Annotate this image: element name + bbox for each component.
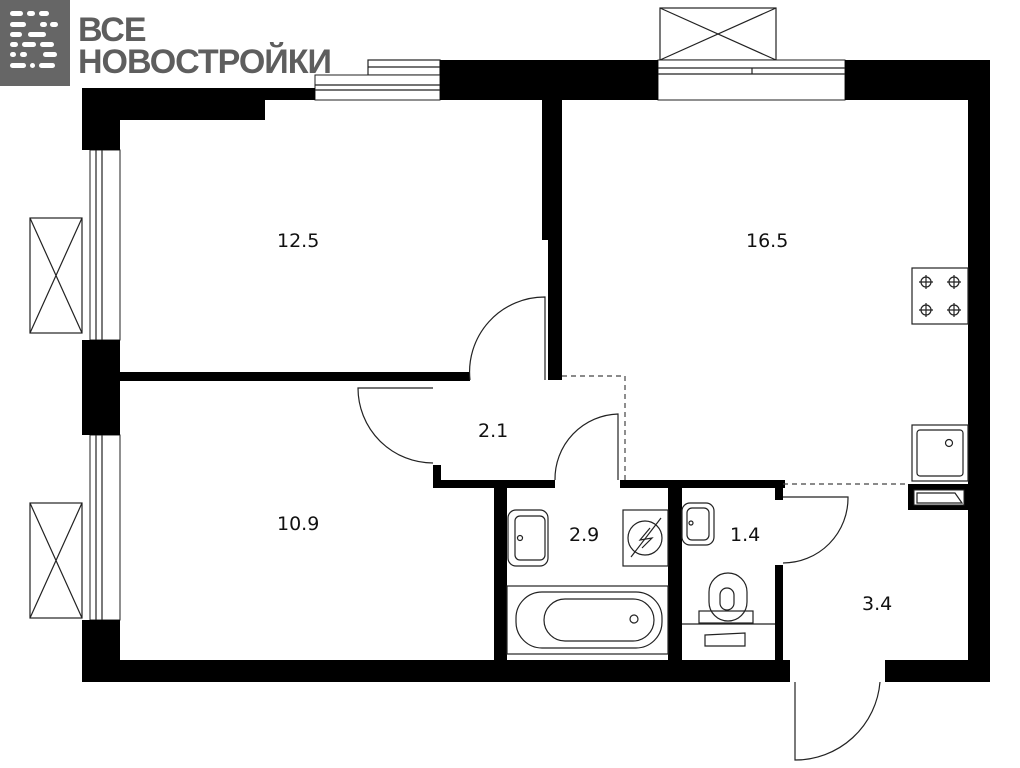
logo-text-line1: ВСЕ	[78, 11, 146, 49]
logo-mark	[0, 0, 70, 86]
room-area-bedroom-2: 10.9	[277, 513, 319, 535]
kitchen-shaft	[908, 484, 968, 510]
room-area-bathroom: 2.9	[569, 524, 599, 546]
washing-machine-icon	[622, 509, 669, 567]
walls	[82, 60, 990, 682]
washbasin-icon	[507, 509, 549, 567]
doors	[357, 296, 908, 761]
logo-text-line2: НОВОСТРОЙКИ	[78, 43, 332, 81]
room-area-hall: 2.1	[478, 420, 508, 442]
room-area-toilet: 1.4	[730, 524, 760, 546]
balcony-left-bottom	[29, 434, 121, 621]
room-area-entrance: 3.4	[862, 593, 892, 615]
balcony-left-top	[29, 149, 121, 341]
room-area-kitchen-living: 16.5	[746, 230, 788, 252]
room-area-bedroom-1: 12.5	[277, 230, 319, 252]
kitchen-sink-icon	[911, 424, 969, 482]
bathtub-icon	[506, 585, 669, 655]
window-top-left	[314, 59, 441, 101]
balcony-top	[657, 7, 846, 101]
toilet-sink-icon	[681, 502, 715, 546]
toilet-icon	[682, 572, 775, 647]
stove-icon	[911, 267, 969, 325]
